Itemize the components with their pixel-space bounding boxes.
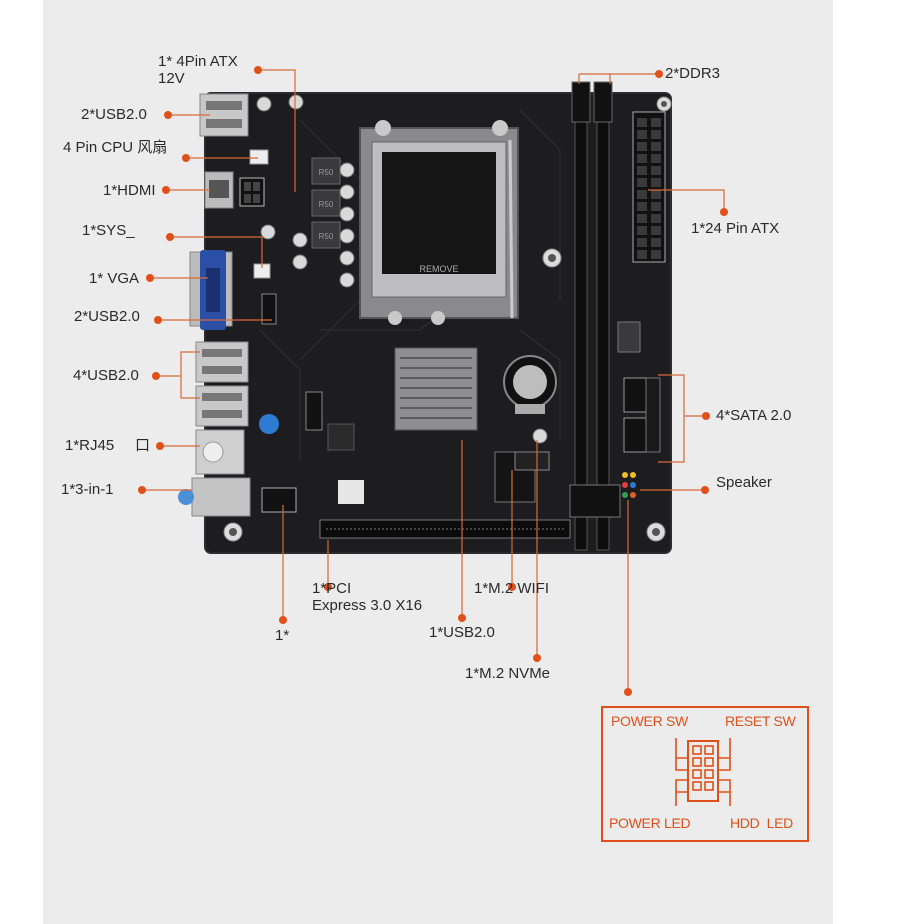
front-panel-diagram <box>601 706 809 842</box>
socket-text: REMOVE <box>419 264 458 274</box>
label-audio: 1*3-in-1 <box>61 481 114 498</box>
svg-text:R50: R50 <box>319 168 334 177</box>
pcie-slot <box>319 519 571 539</box>
cpu-power-connector <box>239 149 271 279</box>
sata-ports <box>623 377 661 453</box>
vrm-chokes: R50 R50 R50 <box>256 94 548 444</box>
m2-slots <box>494 451 621 518</box>
callout-dots <box>138 66 728 696</box>
callout-lines <box>142 69 725 690</box>
label-vga: 1* VGA <box>89 270 140 287</box>
label-usb2-bottom: 1*USB2.0 <box>429 624 495 641</box>
cmos-battery <box>503 355 557 414</box>
label-usb4: 4*USB2.0 <box>73 367 139 384</box>
label-cpu-fan: 4 Pin CPU 风扇 <box>63 139 168 156</box>
label-m2-nvme: 1*M.2 NVMe <box>465 665 551 682</box>
label-sys: 1*SYS_ <box>82 222 135 239</box>
ram-slots <box>571 81 613 551</box>
label-usb2-mid: 2*USB2.0 <box>74 308 140 325</box>
label-rj45: 1*RJ45 口 <box>65 437 151 454</box>
label-power-sw: POWER SW <box>611 713 688 729</box>
mount-holes <box>223 96 672 542</box>
label-m2-wifi: 1*M.2 WIFI <box>474 580 550 597</box>
label-reset-sw: RESET SW <box>725 713 796 729</box>
label-ddr3: 2*DDR3 <box>665 65 721 82</box>
label-atx24: 1*24 Pin ATX <box>691 220 780 237</box>
io-ports <box>178 93 251 517</box>
label-sata: 4*SATA 2.0 <box>716 407 792 424</box>
label-hdd-led: HDD LED <box>730 815 793 831</box>
label-one-star: 1* <box>275 627 290 644</box>
svg-text:R50: R50 <box>319 232 334 241</box>
front-panel-pins <box>622 472 636 498</box>
atx24-connector <box>617 111 666 353</box>
chipset-heatsink <box>394 347 478 431</box>
misc-headers <box>259 293 364 513</box>
label-usb2-top: 2*USB2.0 <box>81 106 147 123</box>
label-speaker: Speaker <box>716 474 772 491</box>
label-power-led: POWER LED <box>609 815 691 831</box>
label-hdmi: 1*HDMI <box>103 182 156 199</box>
svg-text:R50: R50 <box>319 200 334 209</box>
cpu-socket: REMOVE <box>359 120 519 325</box>
